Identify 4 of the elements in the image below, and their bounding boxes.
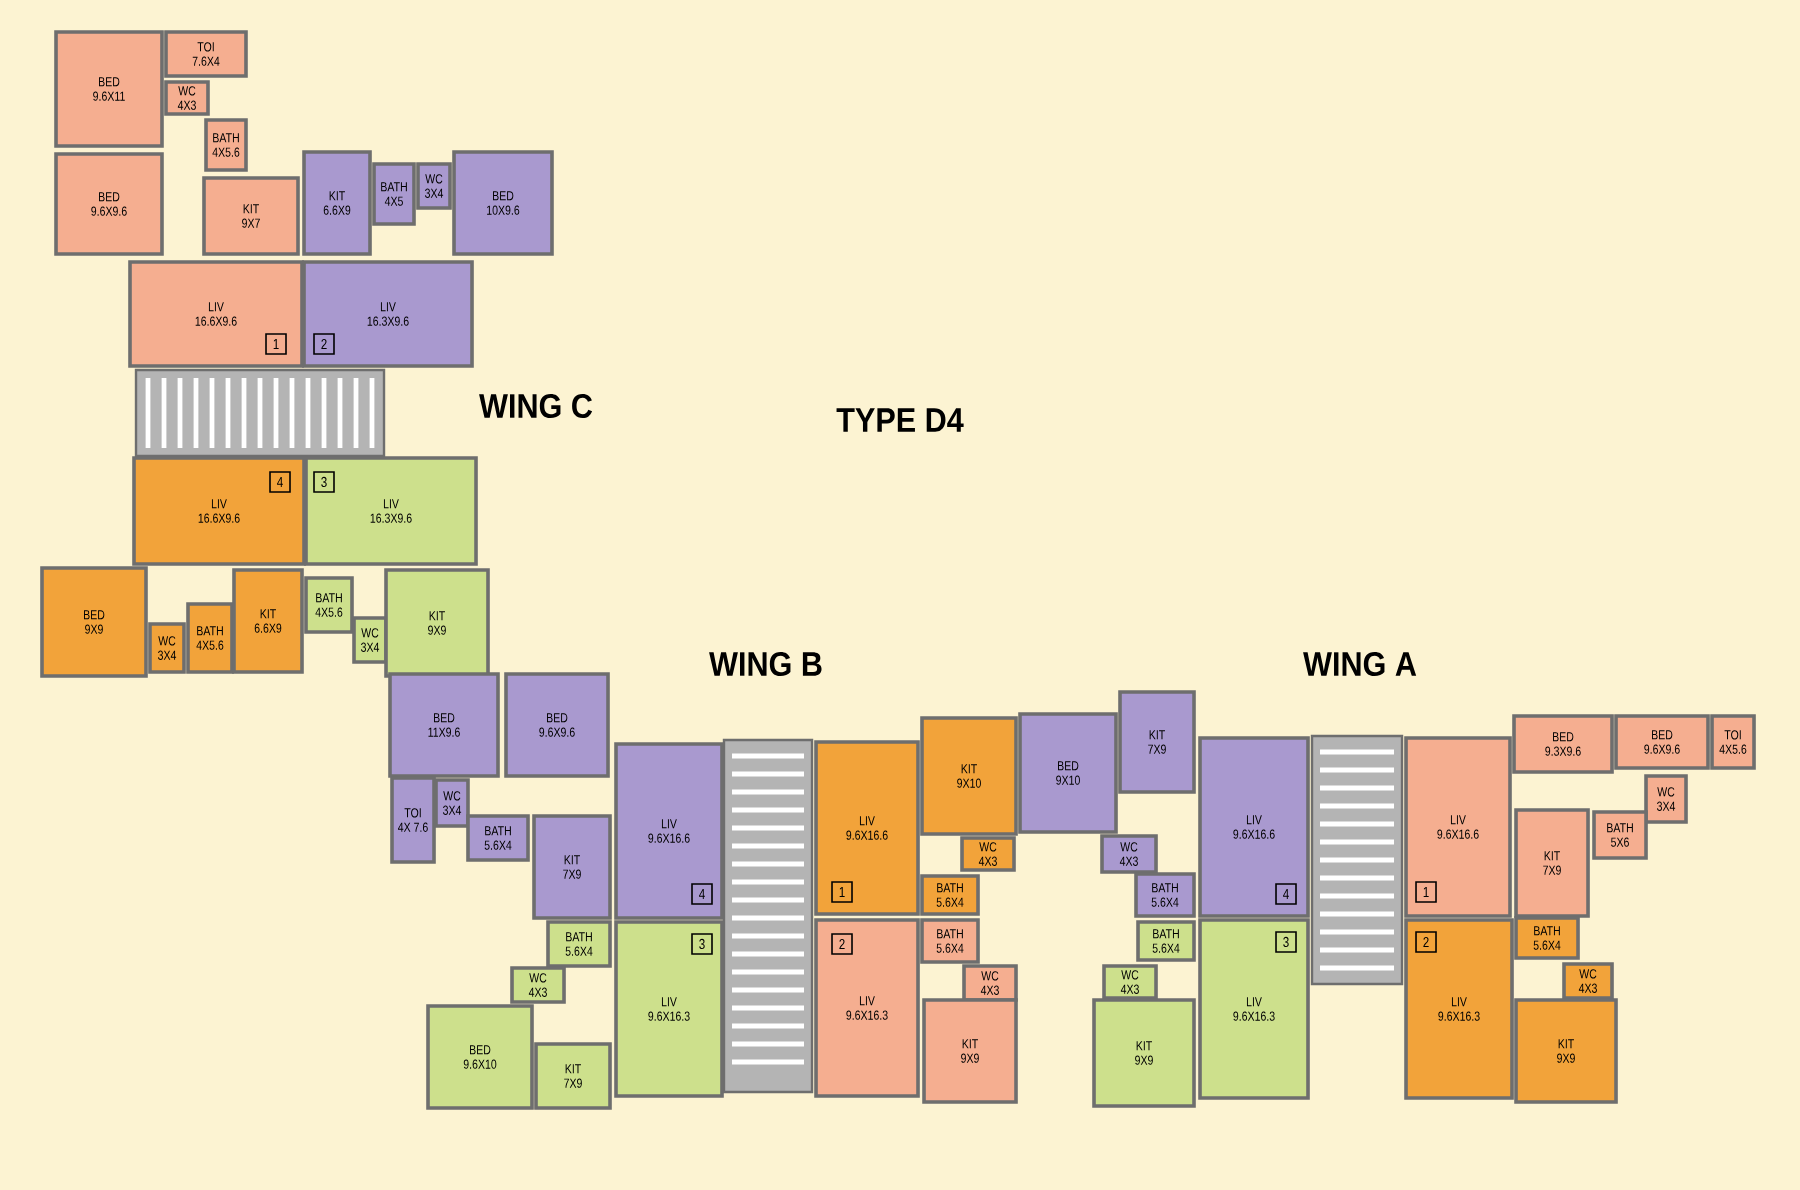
wing-label: WING A bbox=[1303, 652, 1417, 677]
title: TYPE D4 bbox=[836, 408, 964, 432]
wing-label: WING C bbox=[479, 394, 593, 418]
wing-label: WING B bbox=[709, 652, 822, 677]
